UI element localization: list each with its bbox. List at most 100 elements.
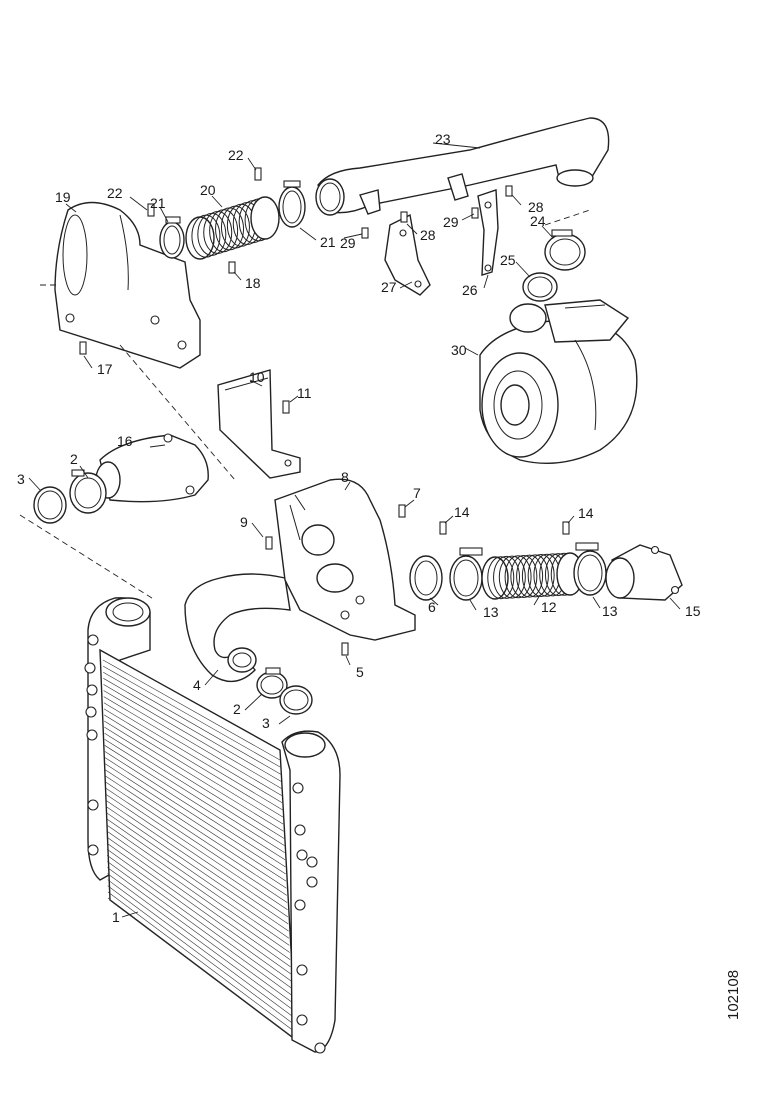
fin-line bbox=[104, 732, 285, 846]
fin-line bbox=[104, 751, 286, 868]
bellows-12 bbox=[481, 552, 584, 600]
ring-3-lower bbox=[279, 685, 313, 715]
fin-line bbox=[107, 891, 294, 1032]
callout-3: 3 bbox=[17, 471, 25, 487]
duct-19 bbox=[54, 201, 201, 369]
callout-6: 6 bbox=[428, 599, 436, 615]
clamp-24 bbox=[544, 229, 586, 271]
fin-line bbox=[106, 830, 291, 960]
fin-line bbox=[103, 702, 283, 811]
callout-22: 22 bbox=[107, 185, 123, 201]
callout-29: 29 bbox=[340, 235, 356, 251]
callout-21: 21 bbox=[320, 234, 336, 250]
callout-13: 13 bbox=[483, 604, 499, 620]
adapter-15 bbox=[605, 544, 683, 601]
fin-line bbox=[105, 787, 288, 910]
ring-3-upper bbox=[33, 486, 67, 524]
callout-4: 4 bbox=[193, 677, 201, 693]
lower-hose bbox=[184, 573, 291, 683]
callout-18: 18 bbox=[245, 275, 261, 291]
intercooler bbox=[84, 597, 341, 1054]
callout-19: 19 bbox=[55, 189, 71, 205]
fin-line bbox=[105, 781, 288, 903]
clamp-13-left bbox=[449, 547, 483, 601]
bellows-ring bbox=[250, 196, 280, 240]
callout-12: 12 bbox=[541, 599, 557, 615]
pipe-23 bbox=[315, 117, 610, 216]
callout-5: 5 bbox=[356, 664, 364, 680]
fin-line bbox=[105, 775, 287, 896]
callout-1: 1 bbox=[112, 909, 120, 925]
fin-line bbox=[107, 885, 294, 1024]
fin-line bbox=[107, 879, 294, 1017]
fin-line bbox=[106, 836, 291, 967]
clamp-2-lower bbox=[256, 667, 288, 699]
fin-line bbox=[103, 678, 282, 782]
fin-line bbox=[105, 794, 289, 918]
fin-line bbox=[106, 812, 290, 939]
fin-line bbox=[105, 800, 289, 925]
callout-7: 7 bbox=[413, 485, 421, 501]
callout-21: 21 bbox=[150, 195, 166, 211]
callout-10: 10 bbox=[249, 369, 265, 385]
fin-line bbox=[103, 671, 281, 775]
callout-13: 13 bbox=[602, 603, 618, 619]
bellows-ring bbox=[516, 554, 544, 598]
bellows-ring bbox=[527, 554, 555, 598]
fin-line bbox=[103, 708, 284, 818]
callout-17: 17 bbox=[97, 361, 113, 377]
fin-line bbox=[107, 867, 293, 1003]
callout-28: 28 bbox=[420, 227, 436, 243]
bracket-27 bbox=[384, 213, 431, 296]
callout-3: 3 bbox=[262, 715, 270, 731]
fin-line bbox=[105, 806, 289, 932]
callout-25: 25 bbox=[500, 252, 516, 268]
fin-line bbox=[107, 861, 293, 996]
fin-line bbox=[106, 855, 292, 989]
fin-line bbox=[106, 848, 292, 982]
leader-lines bbox=[28, 142, 681, 918]
callout-14: 14 bbox=[454, 504, 470, 520]
bellows-ring bbox=[504, 555, 532, 599]
bellows-20 bbox=[185, 196, 280, 260]
bellows-ring bbox=[521, 554, 549, 598]
ring-25 bbox=[522, 272, 558, 302]
callout-8: 8 bbox=[341, 469, 349, 485]
callout-20: 20 bbox=[200, 182, 216, 198]
callout-24: 24 bbox=[530, 213, 546, 229]
fin-line bbox=[102, 659, 281, 761]
callout-11: 11 bbox=[297, 385, 312, 401]
fin-line bbox=[104, 739, 285, 853]
bellows-ring bbox=[487, 556, 515, 600]
fin-line bbox=[105, 769, 287, 889]
ring-6 bbox=[409, 555, 443, 601]
callout-30: 30 bbox=[451, 342, 467, 358]
fin-line bbox=[104, 720, 284, 832]
clamp-21-right bbox=[278, 180, 306, 228]
assembly-lines bbox=[19, 209, 591, 601]
bracket-10 bbox=[217, 369, 301, 479]
fin-line bbox=[107, 873, 293, 1010]
callout-16: 16 bbox=[117, 433, 133, 449]
fin-line bbox=[104, 726, 285, 839]
fin-line bbox=[106, 824, 290, 953]
fin-line bbox=[103, 690, 282, 796]
reference-number: 102108 bbox=[725, 970, 742, 1020]
fin-line bbox=[106, 842, 291, 975]
fin-line bbox=[104, 757, 286, 875]
bellows-ring bbox=[493, 555, 521, 599]
callout-14: 14 bbox=[578, 505, 594, 521]
callout-23: 23 bbox=[435, 131, 451, 147]
bellows-ring bbox=[510, 554, 538, 598]
callout-15: 15 bbox=[685, 603, 701, 619]
callout-9: 9 bbox=[240, 514, 248, 530]
fin-line bbox=[106, 818, 290, 946]
turbocharger bbox=[479, 299, 638, 464]
callout-27: 27 bbox=[381, 279, 397, 295]
bellows-ring bbox=[498, 555, 526, 599]
fin-line bbox=[107, 897, 295, 1039]
fin-line bbox=[104, 745, 286, 861]
bracket-26 bbox=[477, 189, 499, 276]
callout-2: 2 bbox=[233, 701, 241, 717]
